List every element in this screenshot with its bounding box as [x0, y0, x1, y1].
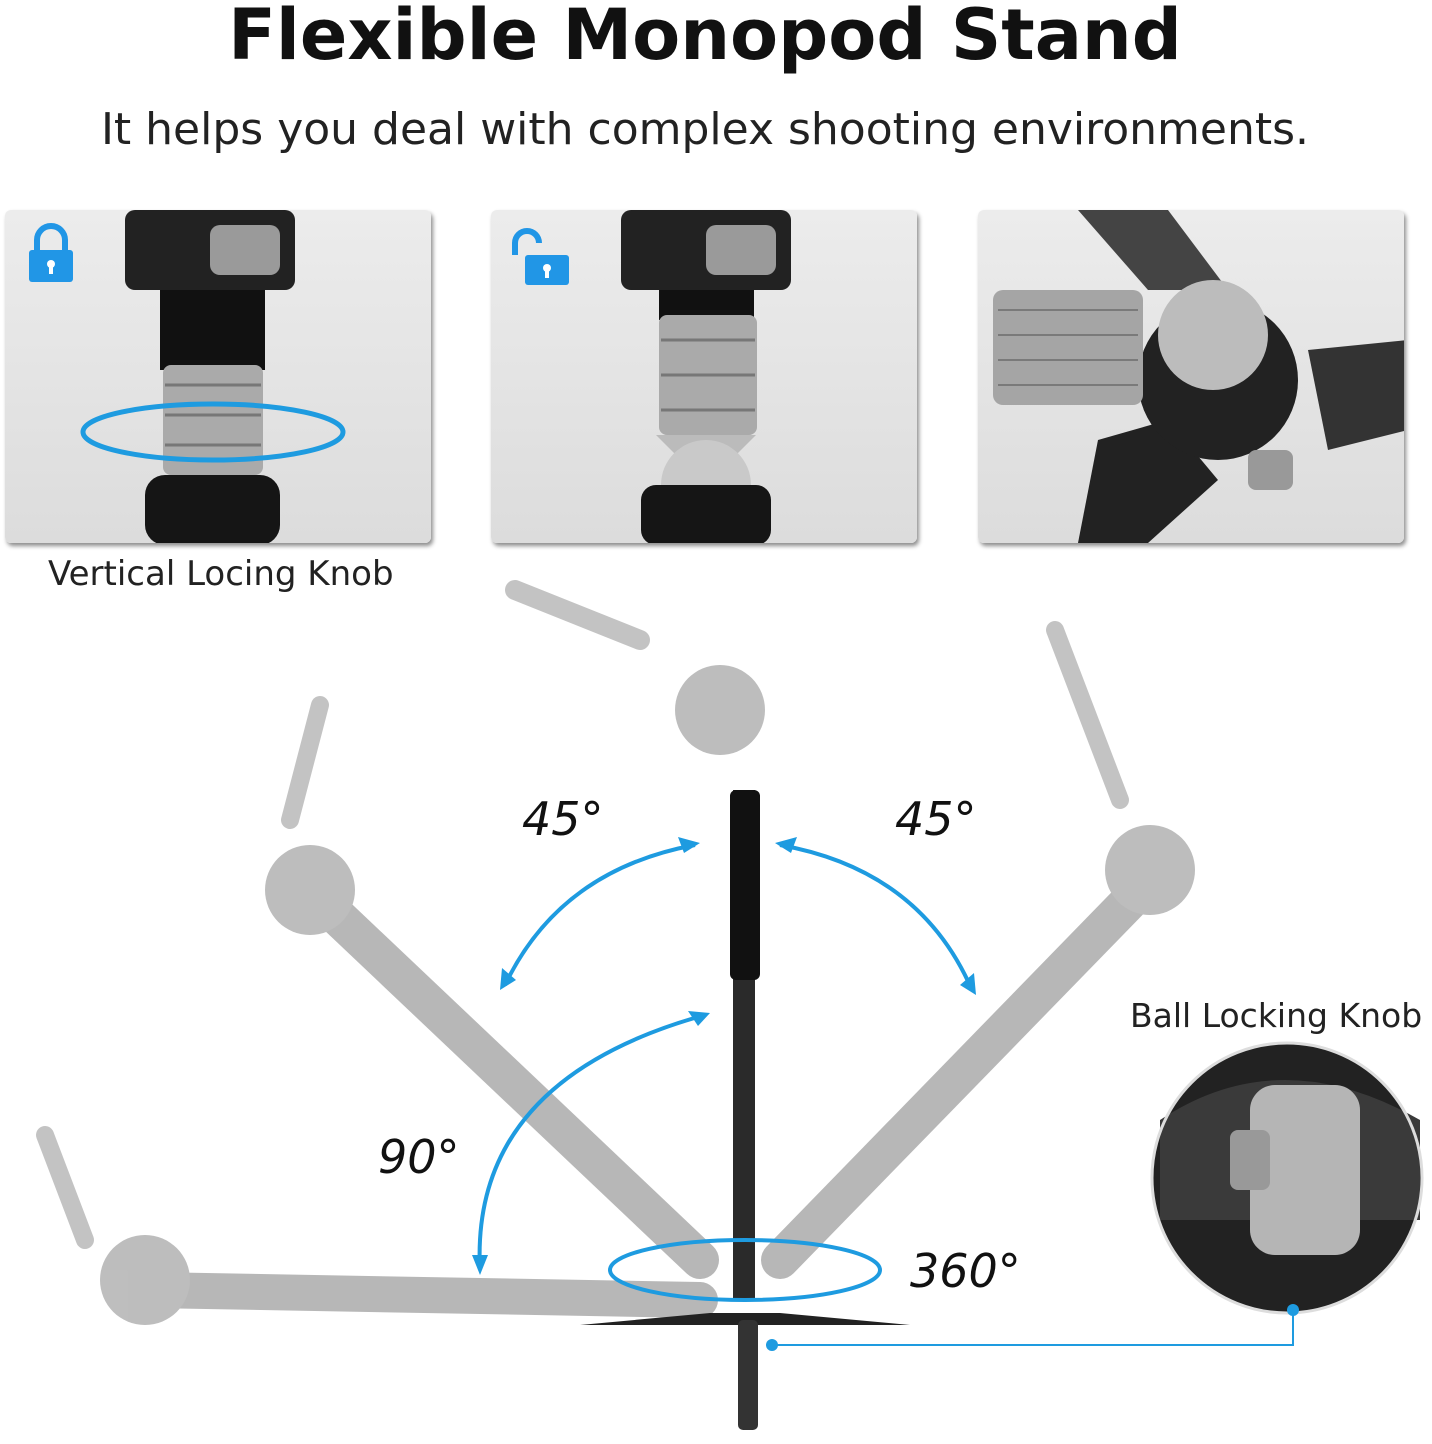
- ball-knob-label: Ball Locking Knob: [1130, 996, 1423, 1035]
- locked-knob-image: [29, 210, 346, 543]
- lock-closed-icon: [29, 223, 73, 282]
- panel-ball-base: [978, 210, 1404, 543]
- unlocked-knob-image: [512, 210, 791, 543]
- angle-tilt-label: 90°: [378, 1130, 460, 1184]
- angle-left-label: 45°: [522, 792, 604, 846]
- panel-locked-knob: [5, 210, 431, 543]
- page-title: Flexible Monopod Stand: [228, 0, 1182, 76]
- vertical-knob-label: Vertical Locing Knob: [48, 554, 394, 594]
- angle-rotate-label: 360°: [910, 1244, 1021, 1298]
- lock-open-icon: [512, 228, 569, 285]
- ball-knob-inset: [1150, 1041, 1424, 1315]
- angle-right-label: 45°: [895, 792, 977, 846]
- panel-unlocked-knob: [491, 210, 917, 543]
- ball-base-image: [993, 210, 1404, 543]
- page-subtitle: It helps you deal with complex shooting …: [100, 104, 1310, 155]
